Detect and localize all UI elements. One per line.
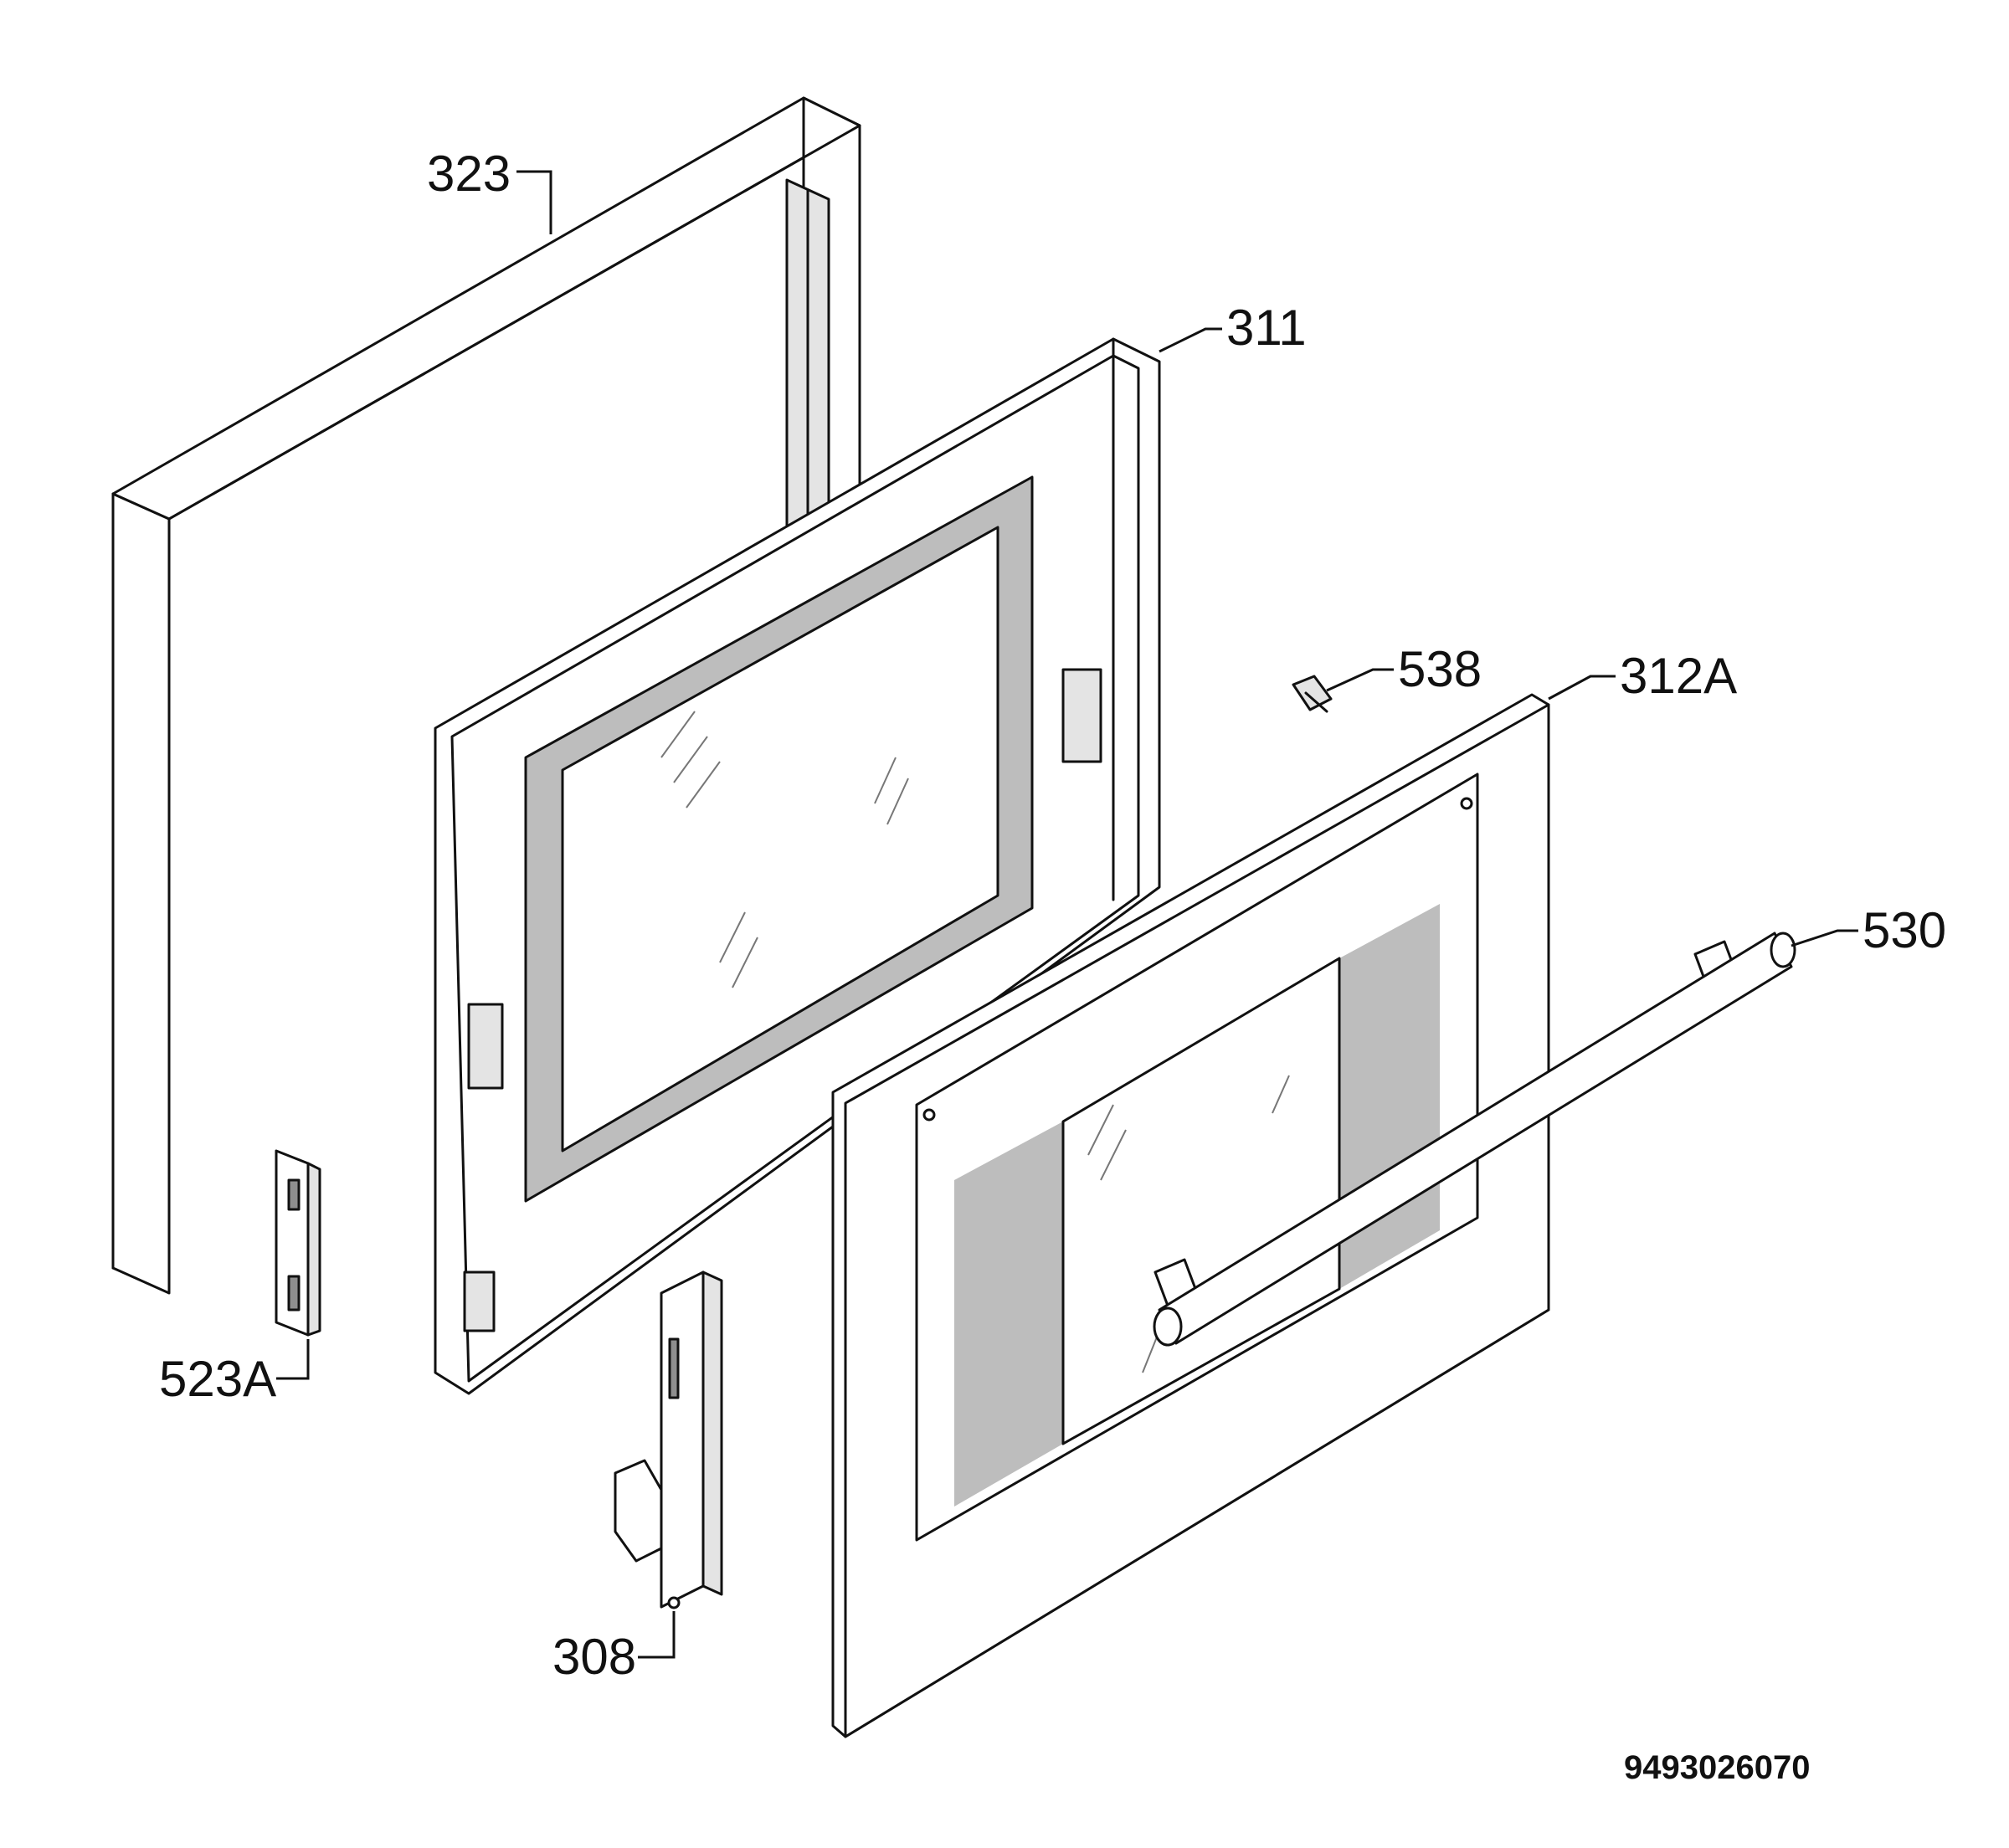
leader-523A — [276, 1339, 310, 1380]
callout-312A: 312A — [1620, 648, 1737, 704]
callout-308: 308 — [552, 1629, 636, 1685]
leader-311 — [1159, 327, 1222, 353]
screw-part — [1292, 675, 1333, 713]
callout-538: 538 — [1398, 641, 1482, 697]
leader-lines — [276, 170, 1858, 1659]
callout-311: 311 — [1226, 300, 1307, 356]
callout-530: 530 — [1863, 902, 1946, 958]
leader-312A — [1548, 675, 1616, 701]
left-clip-part — [275, 1149, 321, 1337]
inner-door-part — [434, 337, 1161, 1395]
outer-panel-part — [831, 693, 1550, 1738]
handle-part — [1153, 932, 1796, 1347]
callout-323: 323 — [427, 146, 511, 202]
leader-308 — [638, 1611, 676, 1659]
leader-538 — [1326, 668, 1394, 692]
leader-323 — [516, 170, 552, 234]
callout-523A: 523A — [159, 1351, 276, 1407]
document-number: 9493026070 — [1624, 1749, 1810, 1786]
leader-530 — [1791, 929, 1858, 947]
hinge-part — [614, 1270, 723, 1609]
